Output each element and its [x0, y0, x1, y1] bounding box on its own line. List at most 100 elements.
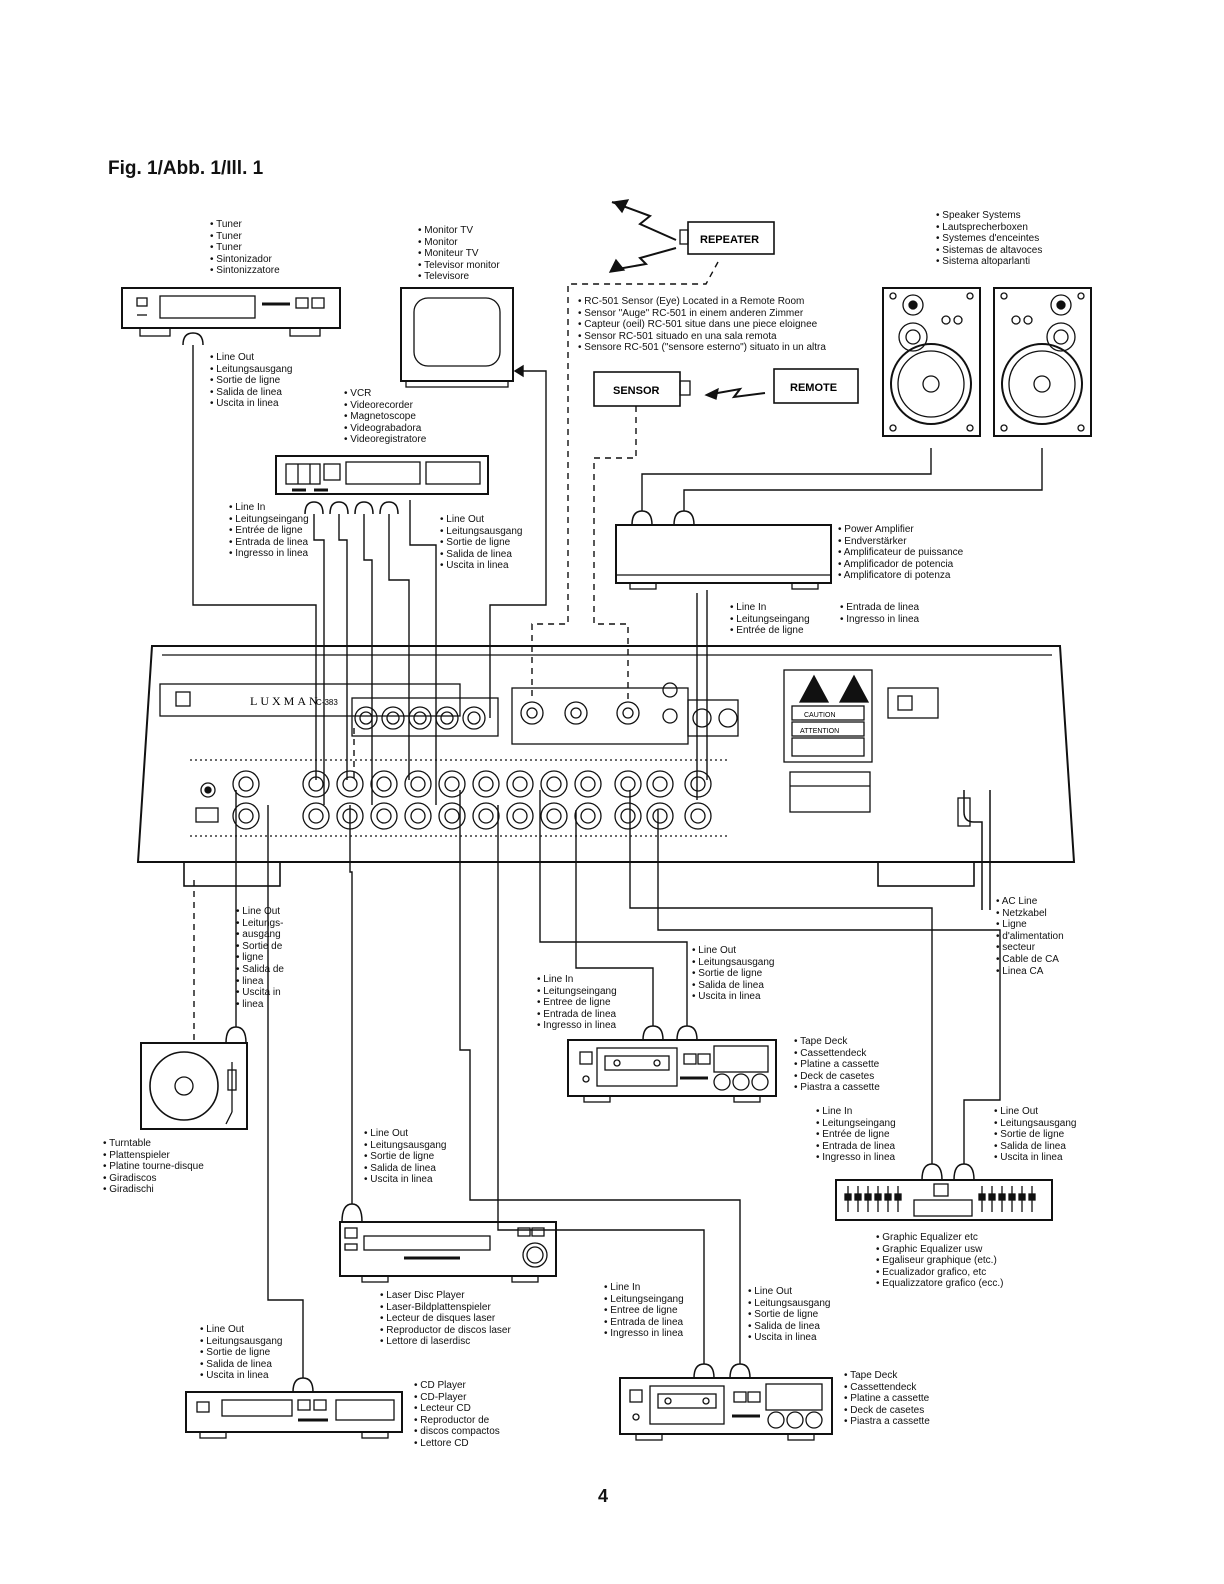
label-line: • Line In [229, 502, 266, 513]
label-line: • Leitungs- [236, 917, 284, 929]
label-line: • Ligne [996, 919, 1027, 931]
power-amp-in-labels-b: • Entrada de linea• Ingresso in linea [840, 602, 919, 625]
rca-jack [472, 802, 500, 830]
label-line: • Salida de linea [364, 1162, 436, 1174]
rca-jack [342, 776, 358, 792]
eq-slider-knob [1018, 1193, 1026, 1201]
repeater-unit [608, 199, 775, 273]
label-line: • Line In [537, 974, 574, 985]
tape2-out-labels: • Line Out• Leitungsausgang• Sortie de l… [748, 1286, 830, 1344]
label-line: • Sortie de ligne [364, 1151, 435, 1163]
label-line: • Line Out [210, 352, 255, 363]
rca-jack [336, 770, 364, 798]
label-line: • Sensor "Auge" RC-501 in einem anderen … [578, 307, 804, 319]
rca-jack [546, 808, 562, 824]
label-line: • Piastra a cassette [794, 1082, 880, 1094]
label-line: • Entrada de linea [840, 602, 920, 613]
label-line: • Videograbadora [344, 422, 422, 434]
label-line: • Salida de linea [994, 1140, 1066, 1152]
remote-unit [704, 368, 859, 404]
label-line: • linea [236, 998, 264, 1010]
label-line: • Uscita in linea [748, 1332, 817, 1344]
vcr-labels: • VCR• Videorecorder• Magnetoscope• Vide… [344, 388, 426, 446]
rca-jack [646, 770, 674, 798]
label-line: • Leitungseingang [604, 1293, 684, 1305]
rca-jack [580, 776, 596, 792]
rca-jack [438, 802, 466, 830]
vcr-out-labels: • Line Out• Leitungsausgang• Sortie de l… [440, 514, 522, 572]
label-line: • Deck de casetes [844, 1404, 925, 1416]
label-line: • Salida de linea [692, 979, 764, 991]
rca-jack [646, 802, 674, 830]
label-line: • Line In [730, 602, 767, 613]
label-line: • CD Player [414, 1380, 466, 1391]
label-line: • Tuner [210, 242, 242, 254]
label-line: • Sortie de ligne [994, 1129, 1065, 1141]
vcr-in-labels: • Line In• Leitungseingang• Entrée de li… [229, 502, 309, 560]
label-line: • Uscita in linea [364, 1174, 433, 1186]
turntable-labels: • Turntable• Plattenspieler• Platine tou… [103, 1138, 204, 1196]
label-line: • Sintonizzatore [210, 265, 280, 277]
amp-model: C-383 [316, 698, 338, 707]
rca-jack [614, 770, 642, 798]
rca-jack [232, 802, 260, 830]
eq-slider-knob [844, 1193, 852, 1201]
rca-jack [690, 776, 706, 792]
label-line: • Piastra a cassette [844, 1416, 930, 1428]
tape2-in-labels: • Line In• Leitungseingang• Entree de li… [604, 1282, 684, 1340]
rca-jack [472, 770, 500, 798]
page-number: 4 [598, 1486, 609, 1506]
label-line: • Sintonizador [210, 253, 272, 265]
label-line: • Televisore [418, 271, 470, 283]
label-line: • Line Out [692, 945, 737, 956]
eq-slider-knob [988, 1193, 996, 1201]
label-line: • Linea CA [996, 965, 1044, 977]
tape-deck-2-unit [619, 1363, 833, 1441]
rca-jack [444, 776, 460, 792]
remote-label: REMOTE [790, 382, 837, 394]
label-line: • Sortie de ligne [748, 1309, 819, 1321]
label-line: • Leitungseingang [730, 613, 810, 625]
rca-jack [574, 770, 602, 798]
graphic-eq-unit [835, 1163, 1053, 1221]
label-line: • Cable de CA [996, 953, 1059, 965]
sensor-unit [593, 371, 691, 407]
label-line: • Uscita in [236, 987, 281, 999]
caution-label: CAUTION [804, 712, 836, 719]
label-line: • Line In [604, 1282, 641, 1293]
power-amp-in-labels-a: • Line In• Leitungseingang• Entrée de li… [730, 602, 810, 637]
label-line: • Moniteur TV [418, 248, 479, 260]
rca-jack [410, 776, 426, 792]
label-line: • AC Line [996, 896, 1038, 907]
label-line: • d'alimentation [996, 930, 1064, 942]
label-line: • Uscita in linea [210, 398, 279, 410]
rca-jack [438, 770, 466, 798]
label-line: • Ecualizador grafico, etc [876, 1266, 987, 1278]
tuner-labels: • Tuner• Tuner• Tuner• Sintonizador• Sin… [210, 219, 280, 277]
label-line: • Entrada de linea [604, 1316, 684, 1328]
rca-jack [684, 802, 712, 830]
label-line: • Egaliseur graphique (etc.) [876, 1255, 997, 1267]
label-line: • Tuner [210, 230, 242, 242]
label-line: • Ingresso in linea [604, 1328, 684, 1340]
label-line: • Lettore di laserdisc [380, 1336, 471, 1348]
label-line: • Videorecorder [344, 399, 413, 411]
label-line: • Ingresso in linea [537, 1020, 617, 1032]
label-line: • Line Out [440, 514, 485, 525]
eq-out-labels: • Line Out• Leitungsausgang• Sortie de l… [994, 1106, 1076, 1164]
label-line: • Equalizzatore grafico (ecc.) [876, 1278, 1004, 1290]
cd-player-labels: • CD Player• CD-Player• Lecteur CD• Repr… [414, 1380, 500, 1450]
label-line: • Amplificateur de puissance [838, 547, 964, 559]
label-line: • Lecteur CD [414, 1403, 471, 1415]
monitor-unit [400, 287, 514, 388]
label-line: • Uscita in linea [440, 560, 509, 572]
label-line: • discos compactos [414, 1426, 500, 1438]
label-line: • Salida de linea [748, 1320, 820, 1332]
label-line: • Speaker Systems [936, 210, 1021, 221]
label-line: • Leitungsausgang [692, 956, 775, 968]
label-line: • Uscita in linea [994, 1152, 1063, 1164]
rca-jack [574, 802, 602, 830]
label-line: • ligne [236, 952, 264, 964]
rca-jack [238, 808, 254, 824]
rca-jack [620, 808, 636, 824]
